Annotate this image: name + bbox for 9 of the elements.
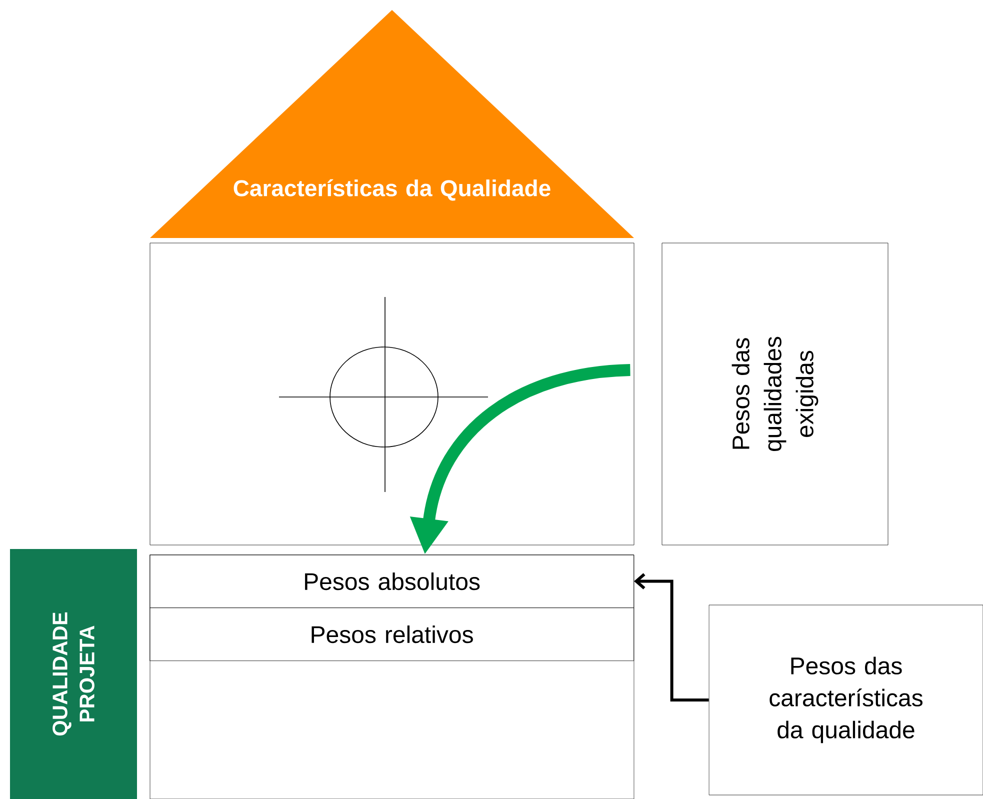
side-band: QUALIDADE PROJETA	[10, 549, 137, 799]
roof-triangle: Características da Qualidade	[150, 10, 634, 238]
weights-box: Pesos das qualidades exigidas	[662, 242, 888, 546]
arrow	[634, 573, 709, 702]
table-row: Pesos relativos	[150, 608, 634, 661]
weights-box: Pesos das características da qualidade	[708, 604, 983, 796]
table-row: Pesos absolutos	[150, 554, 634, 608]
matrix-box	[150, 242, 634, 546]
table-box	[150, 554, 634, 799]
